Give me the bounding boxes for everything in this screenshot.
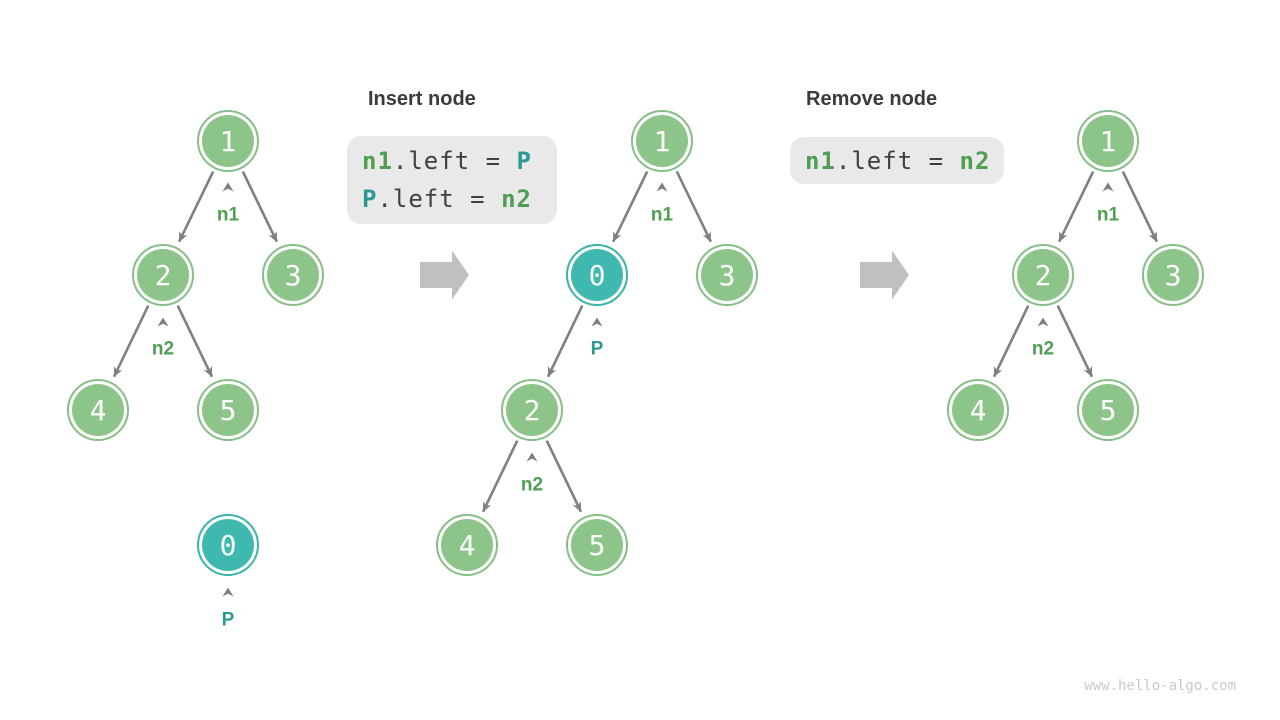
code-token: n2 [501, 185, 532, 213]
tree-node-5: 5 [197, 379, 259, 441]
tree-node-value: 1 [636, 115, 688, 167]
tree-node-value: 2 [137, 249, 189, 301]
tree-node-3: 3 [262, 244, 324, 306]
tree-node-1: 1 [631, 110, 693, 172]
edge-tree-after-insert-2-4 [481, 440, 519, 513]
tree-node-1: 1 [197, 110, 259, 172]
tree-node-5: 5 [566, 514, 628, 576]
tree-node-value: 5 [202, 384, 254, 436]
code-token: = [913, 146, 960, 175]
pointer-label-n2: n2 [151, 338, 175, 360]
tree-node-4: 4 [67, 379, 129, 441]
code-line: n1.left = n2 [805, 142, 1004, 180]
tree-node-2: 2 [1012, 244, 1074, 306]
code-token: n1 [362, 147, 393, 175]
tree-node-0: 0 [566, 244, 628, 306]
code-token: .left [377, 185, 455, 213]
pointer-label-P: P [221, 609, 235, 631]
pointer-label-n1: n1 [216, 204, 240, 226]
edge-tree-after-remove-2-5 [1056, 305, 1094, 378]
pointer-label-n2: n2 [520, 474, 544, 496]
tree-node-value: 1 [202, 115, 254, 167]
tree-node-value: 4 [441, 519, 493, 571]
pointer-label-P: P [590, 338, 604, 360]
insert-node-title: Insert node [368, 88, 476, 110]
code-token: n2 [959, 146, 991, 175]
watermark: www.hello-algo.com [1084, 678, 1236, 694]
edge-tree-before-insert-2-5 [176, 305, 214, 378]
pointer-caret-icon [1037, 317, 1049, 327]
edge-tree-after-insert-1-3 [675, 171, 713, 243]
tree-node-2: 2 [132, 244, 194, 306]
remove-node-title: Remove node [806, 88, 938, 110]
tree-node-value: 0 [202, 519, 254, 571]
code-token: .left [392, 147, 471, 175]
code-token: = [454, 185, 502, 213]
edge-tree-after-insert-0-2 [546, 305, 584, 378]
pointer-caret-icon [1102, 182, 1114, 192]
remove-code-box: n1.left = n2 [790, 137, 1004, 184]
pointer-label-n2: n2 [1031, 338, 1055, 360]
tree-node-value: 3 [701, 249, 753, 301]
pointer-label-n1: n1 [650, 204, 674, 226]
pointer-label-n1: n1 [1096, 204, 1120, 226]
tree-node-value: 5 [1082, 384, 1134, 436]
tree-node-4: 4 [947, 379, 1009, 441]
tree-node-3: 3 [696, 244, 758, 306]
tree-node-value: 4 [952, 384, 1004, 436]
tree-node-5: 5 [1077, 379, 1139, 441]
pointer-caret-icon [222, 182, 234, 192]
code-line: P.left = n2 [362, 180, 557, 218]
tree-node-value: 3 [267, 249, 319, 301]
tree-node-value: 1 [1082, 115, 1134, 167]
pointer-caret-icon [656, 182, 668, 192]
tree-node-value: 5 [571, 519, 623, 571]
tree-node-value: 2 [506, 384, 558, 436]
tree-node-value: 3 [1147, 249, 1199, 301]
edge-tree-after-insert-1-0 [611, 171, 649, 243]
tree-node-0: 0 [197, 514, 259, 576]
tree-node-1: 1 [1077, 110, 1139, 172]
tree-node-4: 4 [436, 514, 498, 576]
tree-node-value: 4 [72, 384, 124, 436]
code-line: n1.left = P [362, 142, 557, 180]
edge-tree-after-remove-1-2 [1057, 171, 1095, 243]
code-token: .left [835, 146, 914, 175]
edge-tree-after-insert-2-5 [545, 440, 583, 513]
code-token: = [470, 147, 517, 175]
edge-tree-before-insert-2-4 [112, 305, 150, 378]
pointer-caret-icon [526, 452, 538, 462]
tree-node-value: 2 [1017, 249, 1069, 301]
pointer-caret-icon [157, 317, 169, 327]
edge-tree-before-insert-1-2 [177, 171, 215, 243]
code-token: P [362, 185, 378, 213]
pointer-caret-icon [222, 587, 234, 597]
tree-node-3: 3 [1142, 244, 1204, 306]
edge-tree-after-remove-2-4 [992, 305, 1030, 378]
tree-node-value: 0 [571, 249, 623, 301]
pointer-caret-icon [591, 317, 603, 327]
block-arrow-icon [420, 250, 469, 300]
block-arrow-icon [860, 250, 909, 300]
tree-node-2: 2 [501, 379, 563, 441]
code-token: n1 [805, 146, 836, 175]
edge-tree-after-remove-1-3 [1121, 171, 1159, 243]
edge-tree-before-insert-1-3 [241, 171, 279, 243]
code-token: P [516, 147, 532, 175]
